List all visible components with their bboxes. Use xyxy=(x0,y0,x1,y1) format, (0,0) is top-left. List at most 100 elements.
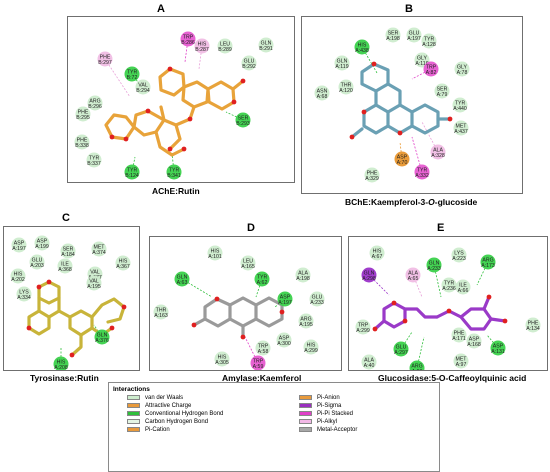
ligand-bond xyxy=(159,105,196,127)
residue-number: A:305 xyxy=(215,360,229,366)
oxygen-atom xyxy=(231,99,237,105)
residue-disc xyxy=(453,120,469,136)
caption-c: Tyrosinase:Rutin xyxy=(30,373,99,383)
residue-number: A:367 xyxy=(116,264,130,270)
oxygen-atom xyxy=(502,318,508,324)
residue-number: A:70 xyxy=(397,160,408,166)
residue-name: GLY xyxy=(417,55,428,61)
residue-number: A:300 xyxy=(277,341,291,347)
residue-number: A:78 xyxy=(457,70,468,76)
legend-item: Metal-Acceptor xyxy=(299,427,357,435)
caption-d: Amylase:Kaemferol xyxy=(222,373,302,383)
oxygen-atom xyxy=(167,66,173,72)
residue-name: HIS xyxy=(211,248,220,254)
residue-number: A:116 xyxy=(415,61,428,67)
ligand-structure xyxy=(26,279,127,358)
residue-disc xyxy=(74,134,90,150)
residue-disc xyxy=(91,241,107,257)
residue-name: TRP xyxy=(258,343,269,349)
ligand-bond xyxy=(57,309,94,337)
residue-number: B:287 xyxy=(195,47,209,53)
legend-item: Conventional Hydrogen Bond xyxy=(127,411,223,419)
residue-number: B:297 xyxy=(98,60,112,66)
caption-a: AChE:Rutin xyxy=(152,186,200,196)
residue-name: VAL xyxy=(90,269,100,275)
residue-disc xyxy=(166,164,182,180)
residue-disc xyxy=(298,313,314,329)
residue-number: A:198 xyxy=(296,276,310,282)
residue-number: A:120 xyxy=(339,88,353,94)
residue-name: ALA xyxy=(364,357,374,363)
ligand-bond xyxy=(206,80,236,111)
residue-disc xyxy=(217,38,233,54)
residue-number: A:67 xyxy=(372,254,383,260)
legend-label: Metal-Acceptor xyxy=(317,427,358,434)
residue-number: A:68 xyxy=(412,369,423,370)
legend-label: Pi-Alkyl xyxy=(317,419,338,426)
residue-number: B:295 xyxy=(76,115,90,121)
residue-disc xyxy=(86,152,102,168)
legend-label: Pi-Sigma xyxy=(317,403,342,410)
residue-number: B:296 xyxy=(88,104,102,110)
residue-disc xyxy=(194,38,210,54)
residue-number: A:101 xyxy=(208,254,222,260)
residue-disc xyxy=(441,277,457,293)
interaction-line xyxy=(411,136,423,173)
residue-disc xyxy=(354,39,370,55)
ligand-structure xyxy=(349,61,453,140)
residue-name: ARG xyxy=(300,316,311,322)
residue-disc xyxy=(75,106,91,122)
interaction-diagram-d: HISA:101LEUA:165GLNA:63TYRA:62ALAA:198AS… xyxy=(153,245,325,370)
legend-title: Interactions xyxy=(113,386,150,393)
residue-name: HIS xyxy=(119,258,128,264)
caption-b: BChE:Kaempferol-3-O-glucoside xyxy=(345,197,477,207)
caption-e: Glucosidase:5-O-Caffeoylquinic acid xyxy=(378,373,527,383)
residue-name: MET xyxy=(456,123,468,129)
residue-number: B:286 xyxy=(181,40,195,46)
legend-swatch xyxy=(299,419,312,424)
legend-swatch xyxy=(299,411,312,416)
residue-disc xyxy=(60,243,76,259)
residue-name: ASP xyxy=(493,343,504,349)
residue-name: GLN xyxy=(429,260,440,266)
ligand-bond xyxy=(382,301,407,329)
residue-disc xyxy=(430,144,446,160)
oxygen-atom xyxy=(109,325,115,331)
residue-name: GLN xyxy=(337,58,348,64)
residue-disc xyxy=(466,333,482,349)
residue-disc xyxy=(309,291,325,307)
residue-number: A:440 xyxy=(453,106,467,112)
residue-disc xyxy=(57,258,73,274)
oxygen-atom xyxy=(26,325,32,331)
oxygen-atom xyxy=(167,146,173,152)
residue-name: GLY xyxy=(457,64,468,70)
oxygen-atom xyxy=(446,308,452,314)
residue-disc xyxy=(451,327,467,343)
legend-item: Pi-Alkyl xyxy=(299,419,337,427)
legend-label: Pi-Cation xyxy=(145,427,170,434)
residue-disc xyxy=(414,164,430,180)
residue-disc xyxy=(406,27,422,43)
oxygen-atom xyxy=(46,279,52,285)
